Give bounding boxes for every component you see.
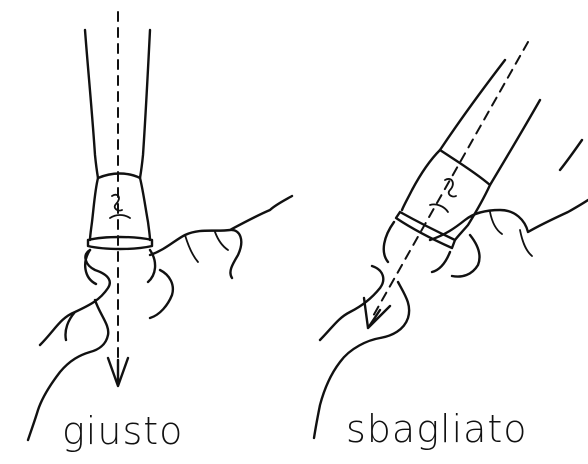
left-contact-pad: [85, 250, 155, 284]
left-fingernail: [90, 174, 150, 241]
right-force-arrowhead: [364, 298, 390, 328]
right-tip-band: [396, 212, 455, 248]
right-fingernail: [402, 150, 490, 240]
left-tip-band: [88, 237, 152, 249]
right-finger-outline: [440, 60, 540, 185]
right-fingertip-detail: [430, 179, 456, 212]
wrong-caption: sbagliato: [346, 410, 528, 448]
correct-technique-drawing: [28, 12, 292, 440]
left-force-arrowhead: [108, 358, 128, 386]
correct-caption: giusto: [62, 412, 183, 450]
wrong-technique-drawing: [314, 42, 588, 438]
left-rock-detail: [185, 232, 228, 262]
left-fingertip-detail: [110, 195, 130, 218]
left-rock-outline: [28, 196, 292, 440]
right-rock-outline: [314, 140, 588, 438]
right-rock-detail: [490, 212, 532, 256]
